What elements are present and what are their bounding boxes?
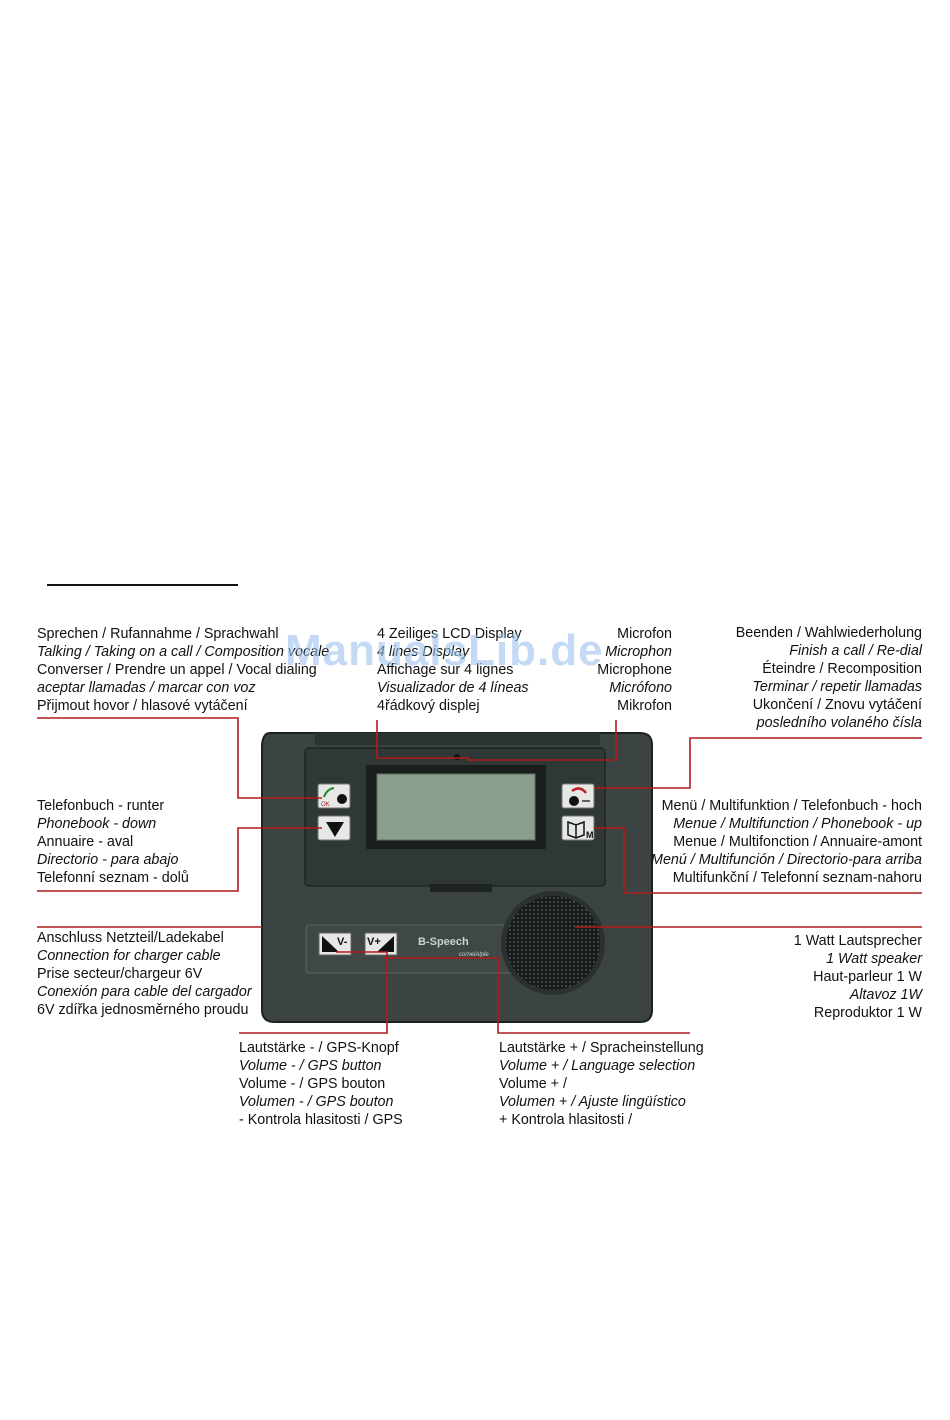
mic-line: Microphone <box>597 661 672 679</box>
menu-line: Menü / Multifunktion / Telefonbuch - hoc… <box>651 797 922 815</box>
volplus-line: + Kontrola hlasitosti / <box>499 1111 704 1129</box>
charger-line: Prise secteur/chargeur 6V <box>37 965 252 983</box>
mic-line: Microfon <box>597 625 672 643</box>
volminus-line: Volumen - / GPS bouton <box>239 1093 403 1111</box>
volplus-line: Volume + / <box>499 1075 704 1093</box>
volplus-line: Lautstärke + / Spracheinstellung <box>499 1039 704 1057</box>
speaker-line: Altavoz 1W <box>794 986 922 1004</box>
lcd-screen <box>377 774 535 840</box>
microphone-hole <box>454 754 460 760</box>
end-line: Éteindre / Recomposition <box>736 660 922 678</box>
device-top-ridge <box>315 733 600 745</box>
volminus-line: Lautstärke - / GPS-Knopf <box>239 1039 403 1057</box>
volminus-line: Volume - / GPS button <box>239 1057 403 1075</box>
volminus-line: - Kontrola hlasitosti / GPS <box>239 1111 403 1129</box>
mic-callout: Microfon Microphon Microphone Micrófono … <box>597 625 672 715</box>
menu-line: Menú / Multifunción / Directorio-para ar… <box>651 851 922 869</box>
menu-line: Menue / Multifunction / Phonebook - up <box>651 815 922 833</box>
svg-text:OK: OK <box>321 802 330 808</box>
menu-line: Multifunkční / Telefonní seznam-nahoru <box>651 869 922 887</box>
charger-line: 6V zdířka jednosměrného proudu <box>37 1001 252 1019</box>
talk-line: Přijmout hovor / hlasové vytáčení <box>37 697 329 715</box>
mic-line: Mikrofon <box>597 697 672 715</box>
speaker-line: Haut-parleur 1 W <box>794 968 922 986</box>
phonebook-line: Directorio - para abajo <box>37 851 189 869</box>
volplus-line: Volumen + / Ajuste lingüístico <box>499 1093 704 1111</box>
svg-text:M: M <box>586 830 594 840</box>
charger-line: Connection for charger cable <box>37 947 252 965</box>
end-line: Ukončení / Znovu vytáčení <box>736 696 922 714</box>
end-line: Finish a call / Re-dial <box>736 642 922 660</box>
end-line: posledního volaného čísla <box>736 714 922 732</box>
mic-line: Micrófono <box>597 679 672 697</box>
watermark: ManualsLib.de <box>285 626 604 676</box>
speaker-line: Reproduktor 1 W <box>794 1004 922 1022</box>
menu-line: Menue / Multifonction / Annuaire-amont <box>651 833 922 851</box>
phonebook-line: Phonebook - down <box>37 815 189 833</box>
phonebook-callout: Telefonbuch - runter Phonebook - down An… <box>37 797 189 887</box>
phonebook-line: Annuaire - aval <box>37 833 189 851</box>
end-line: Beenden / Wahlwiederholung <box>736 624 922 642</box>
volume-minus-callout: Lautstärke - / GPS-Knopf Volume - / GPS … <box>239 1039 403 1129</box>
brand-logo: B-Speech <box>418 936 469 948</box>
volminus-line: Volume - / GPS bouton <box>239 1075 403 1093</box>
speaker-grille <box>506 896 600 990</box>
phonebook-line: Telefonní seznam - dolů <box>37 869 189 887</box>
speaker-line: 1 Watt Lautsprecher <box>794 932 922 950</box>
end-line: Terminar / repetir llamadas <box>736 678 922 696</box>
volplus-line: Volume + / Language selection <box>499 1057 704 1075</box>
device-panel-shadow <box>430 884 492 892</box>
charger-line: Anschluss Netzteil/Ladekabel <box>37 929 252 947</box>
talk-line: aceptar llamadas / marcar con voz <box>37 679 329 697</box>
end-callout: Beenden / Wahlwiederholung Finish a call… <box>736 624 922 732</box>
menu-callout: Menü / Multifunktion / Telefonbuch - hoc… <box>651 797 922 887</box>
speaker-line: 1 Watt speaker <box>794 950 922 968</box>
vol-minus-label: V- <box>337 936 348 948</box>
vol-plus-label: V+ <box>367 936 381 948</box>
volume-plus-callout: Lautstärke + / Spracheinstellung Volume … <box>499 1039 704 1129</box>
charger-callout: Anschluss Netzteil/Ladekabel Connection … <box>37 929 252 1019</box>
mic-line: Microphon <box>597 643 672 661</box>
brand-sublogo: cornelAlple <box>459 952 489 958</box>
charger-line: Conexión para cable del cargador <box>37 983 252 1001</box>
phonebook-line: Telefonbuch - runter <box>37 797 189 815</box>
lcd-line: Visualizador de 4 líneas <box>377 679 529 697</box>
lcd-line: 4řádkový displej <box>377 697 529 715</box>
speaker-callout: 1 Watt Lautsprecher 1 Watt speaker Haut-… <box>794 932 922 1022</box>
